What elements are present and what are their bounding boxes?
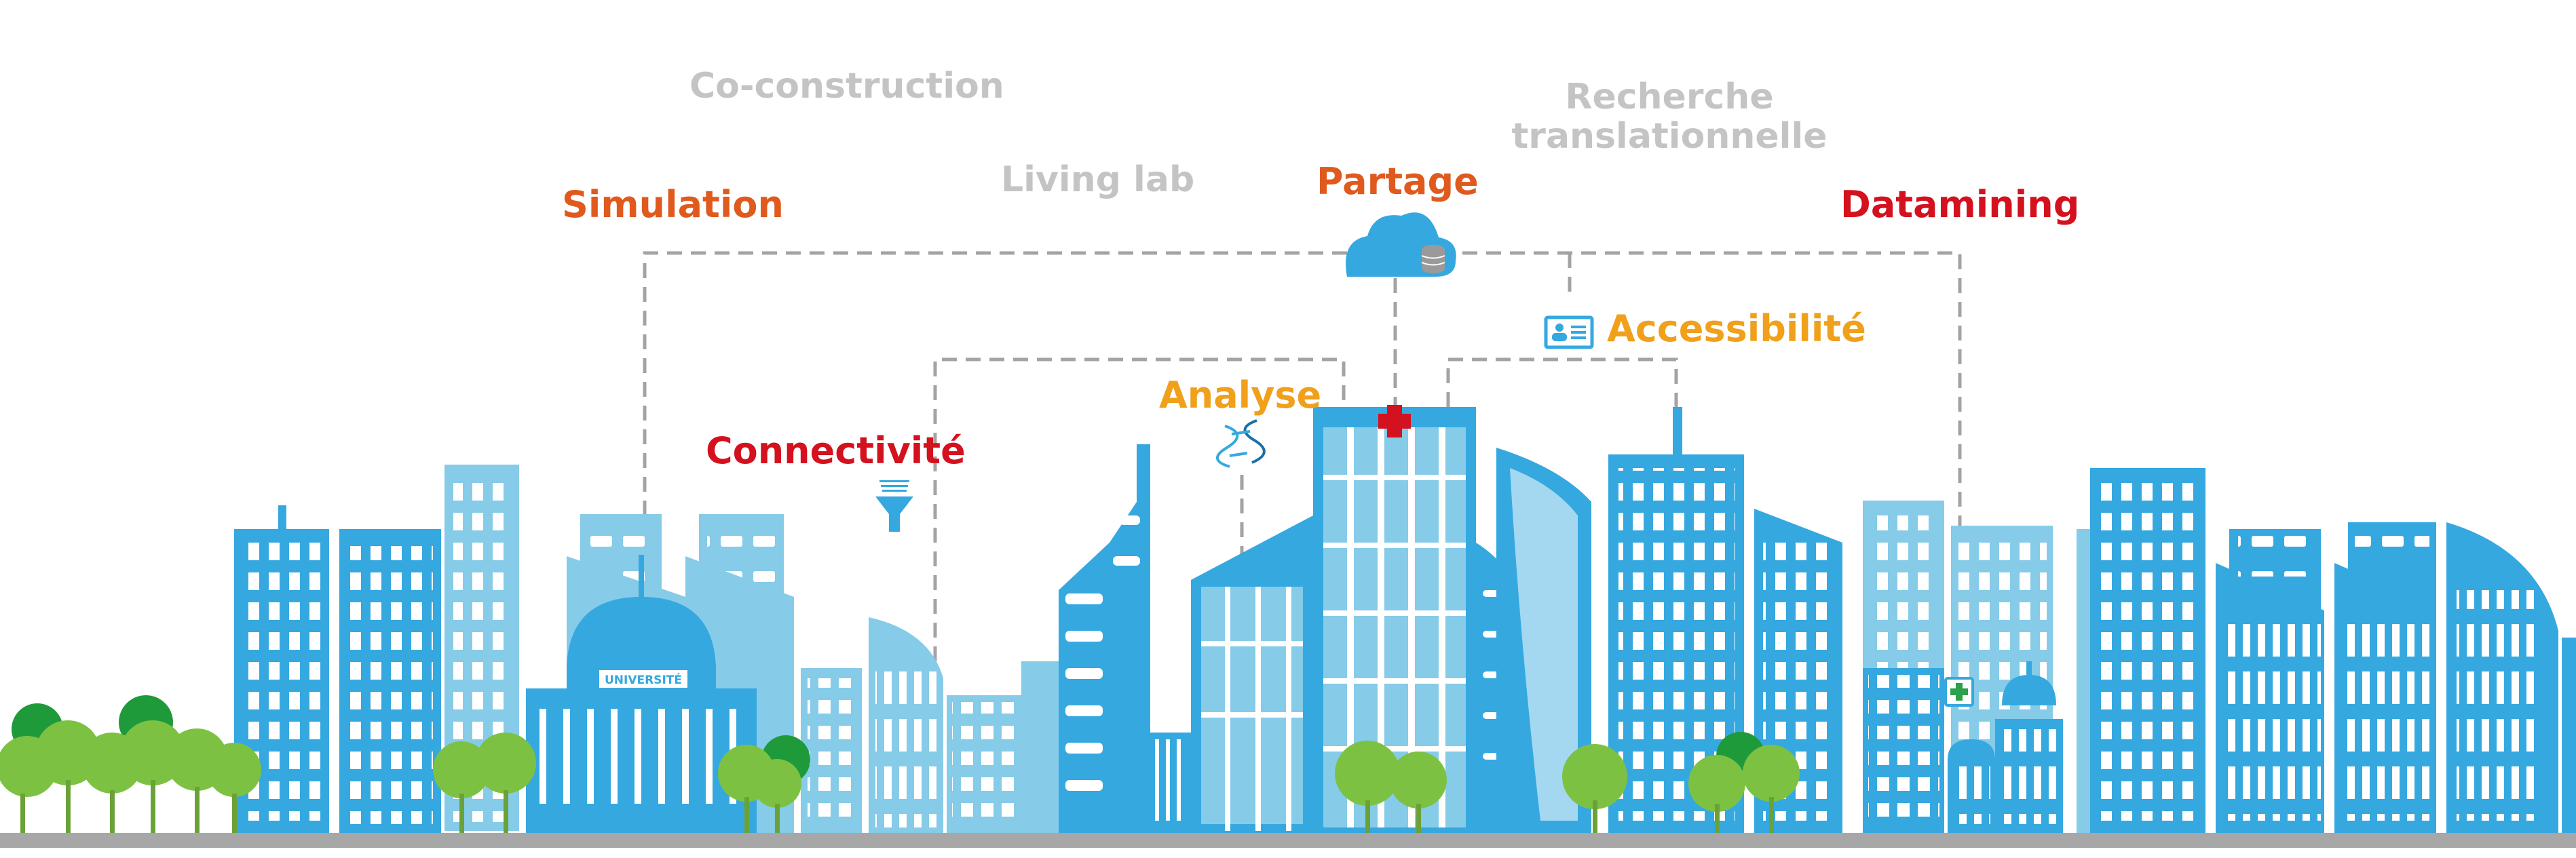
id-card-icon bbox=[1544, 315, 1594, 349]
label-recherche-translationnelle: Recherche translationnelle bbox=[1510, 77, 1829, 157]
cloud-database-icon bbox=[1346, 212, 1456, 277]
left-buildings bbox=[234, 505, 441, 833]
medical-cross-icon bbox=[1378, 405, 1411, 437]
center-buildings bbox=[1059, 405, 1591, 833]
ground bbox=[0, 833, 2576, 848]
label-living-lab: Living lab bbox=[1001, 159, 1195, 200]
pharmacy-cross-icon bbox=[1944, 677, 1974, 707]
label-analyse: Analyse bbox=[1159, 374, 1322, 416]
label-recherche-line2: translationnelle bbox=[1511, 116, 1827, 157]
trees bbox=[0, 695, 1800, 833]
data-funnel-icon bbox=[875, 480, 913, 532]
label-simulation: Simulation bbox=[562, 183, 784, 226]
dash-simulation-line bbox=[643, 251, 1391, 563]
university-sign: UNIVERSITÉ bbox=[605, 672, 682, 687]
label-partage: Partage bbox=[1317, 160, 1479, 203]
label-accessibilite: Accessibilité bbox=[1607, 307, 1866, 350]
label-co-construction: Co-construction bbox=[689, 66, 1004, 106]
dna-icon bbox=[1216, 419, 1266, 468]
dash-connectivite-line bbox=[933, 357, 1346, 661]
label-recherche-line1: Recherche bbox=[1565, 77, 1774, 117]
label-connectivite: Connectivité bbox=[706, 429, 966, 472]
university-building: UNIVERSITÉ bbox=[526, 555, 757, 833]
label-datamining: Datamining bbox=[1840, 183, 2080, 226]
dash-accessibilite-line bbox=[1446, 357, 1678, 407]
